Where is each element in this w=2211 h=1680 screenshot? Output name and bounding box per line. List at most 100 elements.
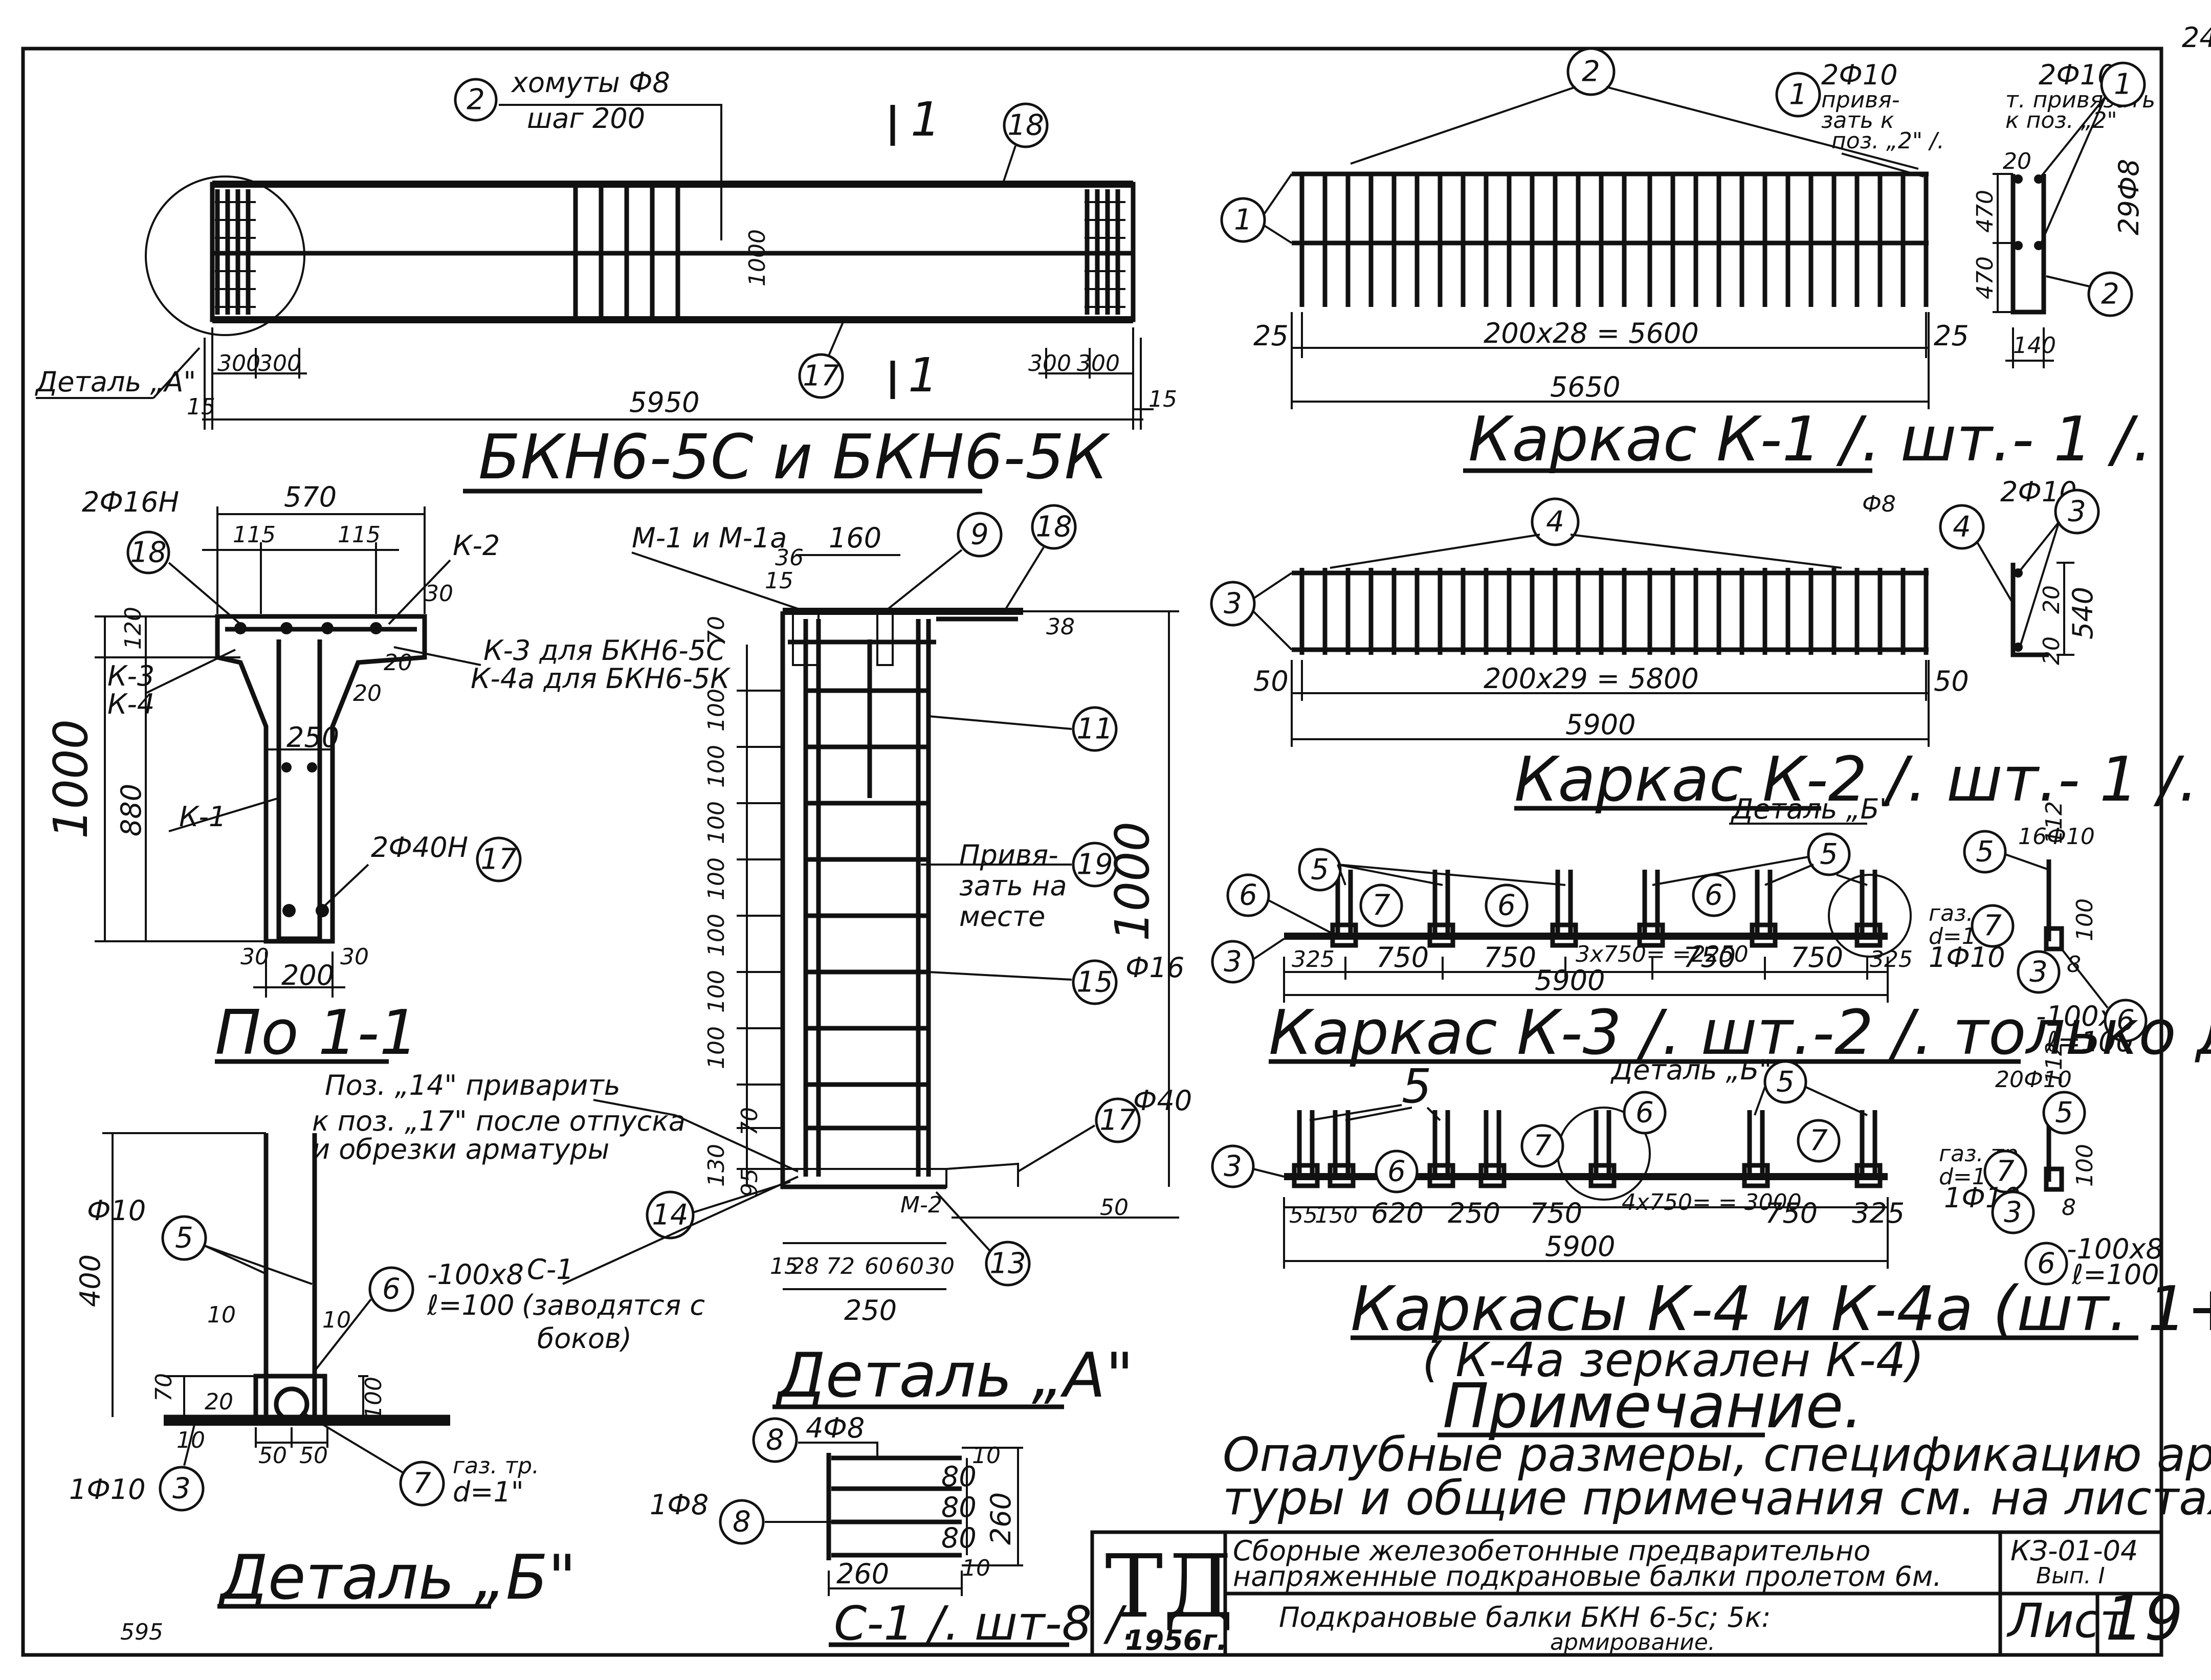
svg-text:7: 7 — [1983, 910, 2002, 943]
detail-a-step-2: 100 — [703, 745, 729, 788]
tb-logo: ТД — [1105, 1536, 1234, 1638]
svg-text:13: 13 — [989, 1247, 1026, 1280]
svg-text:19: 19 — [1076, 848, 1113, 881]
bubble-5-k4-mark: 5 — [1402, 1059, 1432, 1114]
k4-dim-7: 750 — [1765, 1197, 1818, 1229]
section-height-1000: 1000 — [43, 719, 98, 839]
k4-right-2: 112 — [2041, 1042, 2067, 1085]
k1-stirrups: 29Ф8 — [2113, 159, 2145, 235]
beam-elevation: 1 1 2 хомуты Ф8 шаг 200 1000 18 17 300 3… — [35, 67, 1177, 494]
detail-a-phi40: Ф40 — [1133, 1085, 1192, 1117]
section-bars-top: 2Ф16Н — [82, 486, 179, 518]
section-label-bottom: 1 — [908, 348, 938, 403]
bubble-14 — [646, 1190, 695, 1240]
bubble-3-k2-right — [2054, 489, 2100, 535]
svg-text:6: 6 — [382, 1273, 401, 1306]
section-height-120: 120 — [120, 607, 146, 650]
c1-dim-10a: 10 — [972, 1443, 1001, 1469]
k1-bars-top-3: зать к — [1821, 107, 1894, 134]
svg-text:7: 7 — [1533, 1130, 1552, 1163]
k4-right-7: 8 — [2062, 1195, 2076, 1221]
section-k3-note-2: К-4а для БКН6-5К — [471, 662, 731, 695]
section-title: По 1-1 — [215, 998, 418, 1069]
svg-text:6: 6 — [1239, 879, 1257, 912]
c1-top: 4Ф8 — [806, 1412, 865, 1444]
bubble-5-k4-right — [2042, 1091, 2086, 1135]
k4-length: 5900 — [1545, 1230, 1615, 1263]
dim-15-right: 15 — [1148, 386, 1177, 412]
k2-length: 5900 — [1565, 709, 1635, 741]
detail-b-title: Деталь „Б" — [217, 1542, 576, 1613]
detail-a-dim50: 50 — [1100, 1195, 1129, 1221]
section-height-880: 880 — [115, 784, 147, 836]
bubble-8-top — [752, 1417, 798, 1463]
bubble-5-k3-right — [1963, 830, 2007, 874]
detail-b-pipe-2: d=1" — [453, 1476, 524, 1508]
section-dim-30-c: 30 — [425, 581, 453, 607]
bubble-1-k1-top — [1775, 72, 1821, 118]
bubble-3-k3 — [1211, 940, 1255, 984]
k4-dim-2: 150 — [1315, 1202, 1358, 1228]
detail-a-bdim-6: 30 — [926, 1253, 955, 1279]
tb-code: КЗ-01-04 — [2010, 1535, 2138, 1567]
bubble-5-b — [161, 1215, 207, 1261]
bubble-6-k3-b — [1485, 883, 1529, 927]
bubble-17-section — [476, 836, 522, 882]
bubble-3-k4 — [1211, 1144, 1255, 1188]
detail-b-height: 400 — [74, 1254, 106, 1307]
detail-a-bdim-3: 72 — [826, 1253, 855, 1279]
bubble-1-k1 — [1220, 197, 1266, 243]
svg-text:11: 11 — [1076, 713, 1113, 746]
k1-dim-140: 140 — [2013, 333, 2056, 359]
k1-dim-470a: 470 — [1972, 190, 1998, 233]
c1-width: 260 — [836, 1558, 889, 1590]
detail-a-phi16: Ф16 — [1125, 952, 1184, 984]
bubble-7-k4-b — [1797, 1119, 1841, 1163]
bubble-6-k3 — [1226, 873, 1270, 917]
k3-right-5: 100 — [2072, 898, 2098, 941]
k3-dim-1: 325 — [1292, 946, 1335, 972]
k4-right-1: 20Ф10 — [1995, 1067, 2072, 1093]
svg-text:1: 1 — [1234, 204, 1252, 237]
k1-end-left: 25 — [1253, 320, 1289, 352]
bubble-1-k1-right — [2100, 61, 2146, 107]
detail-a-c1-3: боков) — [537, 1322, 632, 1355]
dim-300-b: 300 — [258, 350, 301, 377]
tb-series-2: напряженные подкрановые балки пролетом 6… — [1233, 1560, 1942, 1593]
c1-dim-10b: 10 — [962, 1555, 990, 1581]
c1-left: 1Ф8 — [650, 1489, 709, 1521]
page-number: 24 — [2182, 21, 2211, 54]
svg-text:3: 3 — [2029, 956, 2048, 989]
section-bars-bottom: 2Ф40Н — [371, 831, 468, 864]
svg-text:5: 5 — [1776, 1066, 1795, 1099]
detail-a-step-10: 70 — [703, 616, 729, 645]
svg-text:6: 6 — [1497, 889, 1516, 922]
detail-a-bdim-1: 15 — [770, 1253, 799, 1279]
bubble-18 — [1003, 102, 1049, 148]
detail-b-dim-70: 70 — [151, 1373, 177, 1402]
detail-a-tie-2: зать на — [959, 870, 1067, 902]
k2-end-left: 50 — [1253, 665, 1289, 697]
k2-phi8: Ф8 — [1862, 491, 1896, 517]
dim-15-left: 15 — [187, 394, 215, 420]
tb-year: 1956г. — [1125, 1624, 1227, 1656]
detail-a-circle — [145, 175, 305, 336]
corner-number: 595 — [120, 1619, 163, 1645]
bubble-6-k4-b — [1623, 1091, 1667, 1135]
svg-text:5: 5 — [1311, 853, 1329, 887]
bubble-7-k3 — [1359, 883, 1403, 927]
detail-b-dim-100: 100 — [361, 1377, 387, 1420]
svg-text:3: 3 — [172, 1472, 191, 1506]
svg-text:17: 17 — [480, 843, 517, 876]
section-top-width: 570 — [284, 481, 337, 513]
svg-text:7: 7 — [1809, 1124, 1828, 1158]
svg-text:4: 4 — [1546, 505, 1564, 539]
section-label-top: 1 — [911, 92, 941, 147]
dim-300-a: 300 — [217, 350, 260, 377]
k4-dim-8: 325 — [1852, 1197, 1905, 1229]
bubble-15 — [1072, 959, 1118, 1005]
bubble-18-section — [126, 530, 170, 574]
bubble-4-k2 — [1531, 497, 1580, 546]
tb-sheet-title-2: армирование. — [1550, 1629, 1715, 1655]
bubble-5-k3-b — [1807, 832, 1851, 876]
